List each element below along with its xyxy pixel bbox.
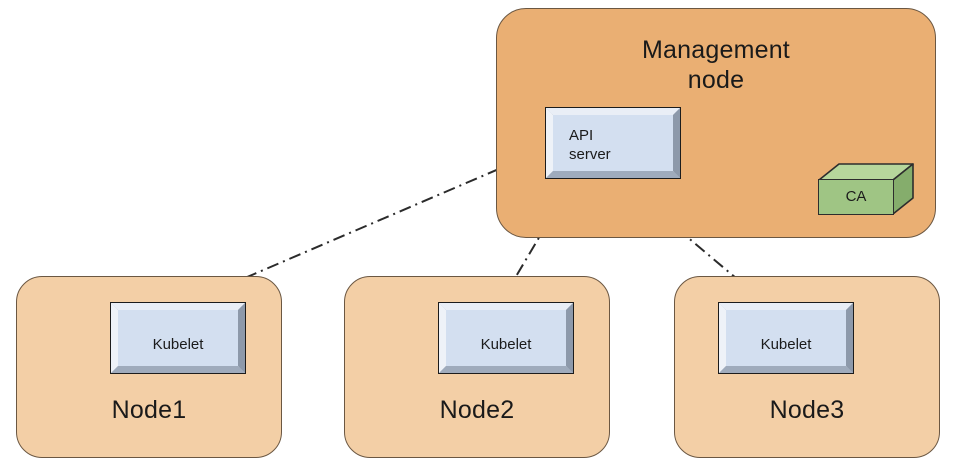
- management-node-title-line-2: node: [687, 66, 745, 94]
- ca-cube-front-face: [818, 179, 894, 215]
- kubelet-1-bevel-bottom: [111, 366, 245, 373]
- kubelet-label-2: Kubelet: [480, 336, 532, 353]
- worker-node-label-3: Node3: [769, 396, 845, 424]
- worker-node-label-2: Node2: [439, 396, 515, 424]
- api-server-label-line-2: server: [569, 146, 611, 163]
- kubelet-3-bevel-right: [846, 303, 853, 373]
- kubelet-inner-1: Kubelet: [117, 309, 239, 367]
- worker-node-label-1: Node1: [111, 396, 187, 424]
- kubelet-box-node-2[interactable]: Kubelet: [438, 302, 574, 374]
- ca-cube-shape: [818, 163, 914, 215]
- api-server-label-line-1: API: [569, 127, 594, 144]
- kubelet-1-bevel-right: [238, 303, 245, 373]
- kubelet-inner-3: Kubelet: [725, 309, 847, 367]
- kubelet-box-node-1[interactable]: Kubelet: [110, 302, 246, 374]
- kubelet-3-bevel-bottom: [719, 366, 853, 373]
- kubelet-label-3: Kubelet: [760, 336, 812, 353]
- management-node-title: Management node: [497, 35, 935, 95]
- kubelet-2-bevel-right: [566, 303, 573, 373]
- kubelet-inner-2: Kubelet: [445, 309, 567, 367]
- api-server-bevel-bottom: [546, 171, 680, 178]
- ca-label: CA: [845, 188, 867, 205]
- ca-box[interactable]: CA: [818, 163, 914, 215]
- api-server-label: API server: [569, 126, 611, 164]
- kubelet-box-node-3[interactable]: Kubelet: [718, 302, 854, 374]
- management-node-title-line-1: Management: [642, 36, 790, 64]
- kubelet-label-1: Kubelet: [152, 336, 204, 353]
- api-server-bevel-right: [673, 108, 680, 178]
- api-server-inner: API server: [552, 114, 674, 172]
- api-server-box[interactable]: API server: [545, 107, 681, 179]
- kubelet-2-bevel-bottom: [439, 366, 573, 373]
